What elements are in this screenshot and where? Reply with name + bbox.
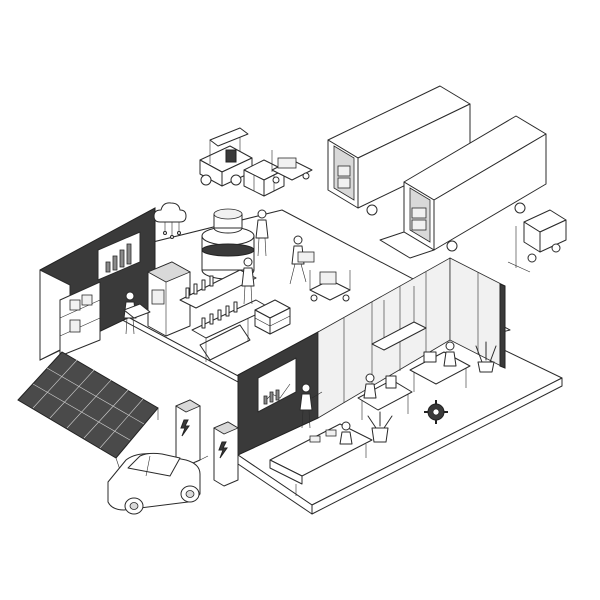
office-plant-center — [367, 411, 393, 443]
bottling-machine — [147, 261, 191, 337]
worker-machine — [255, 209, 269, 257]
ev-charger-2 — [213, 421, 239, 487]
office-plant-right — [475, 341, 497, 373]
forklift-right — [507, 209, 567, 273]
office-desk-middle — [357, 373, 413, 420]
wall-line-chart-icon — [263, 383, 291, 405]
electric-car — [107, 452, 209, 515]
lightning-icon — [218, 441, 228, 459]
lightning-icon — [180, 419, 190, 437]
hand-truck — [309, 270, 351, 302]
worker-carrying-crate — [289, 235, 315, 285]
office-desk-back — [409, 341, 471, 392]
cloud-icon — [153, 202, 187, 239]
ev-charger-1 — [175, 399, 201, 467]
worker-center — [241, 257, 255, 305]
crate-stack — [254, 299, 291, 335]
bottles — [185, 275, 238, 329]
solar-panel — [17, 351, 159, 471]
cart-top — [271, 150, 313, 184]
truck-front-cargo — [411, 207, 427, 231]
wall-bar-chart-icon — [105, 243, 132, 273]
worker-left — [123, 291, 151, 335]
presenter-person — [299, 383, 323, 429]
seated-person — [339, 421, 353, 445]
left-dark-wall — [39, 207, 156, 361]
pendant-lamp — [371, 286, 427, 351]
conveyor-belt — [179, 269, 271, 362]
truck-front — [379, 115, 547, 259]
truck-back-cargo — [337, 165, 351, 189]
gear-icon — [424, 400, 448, 424]
